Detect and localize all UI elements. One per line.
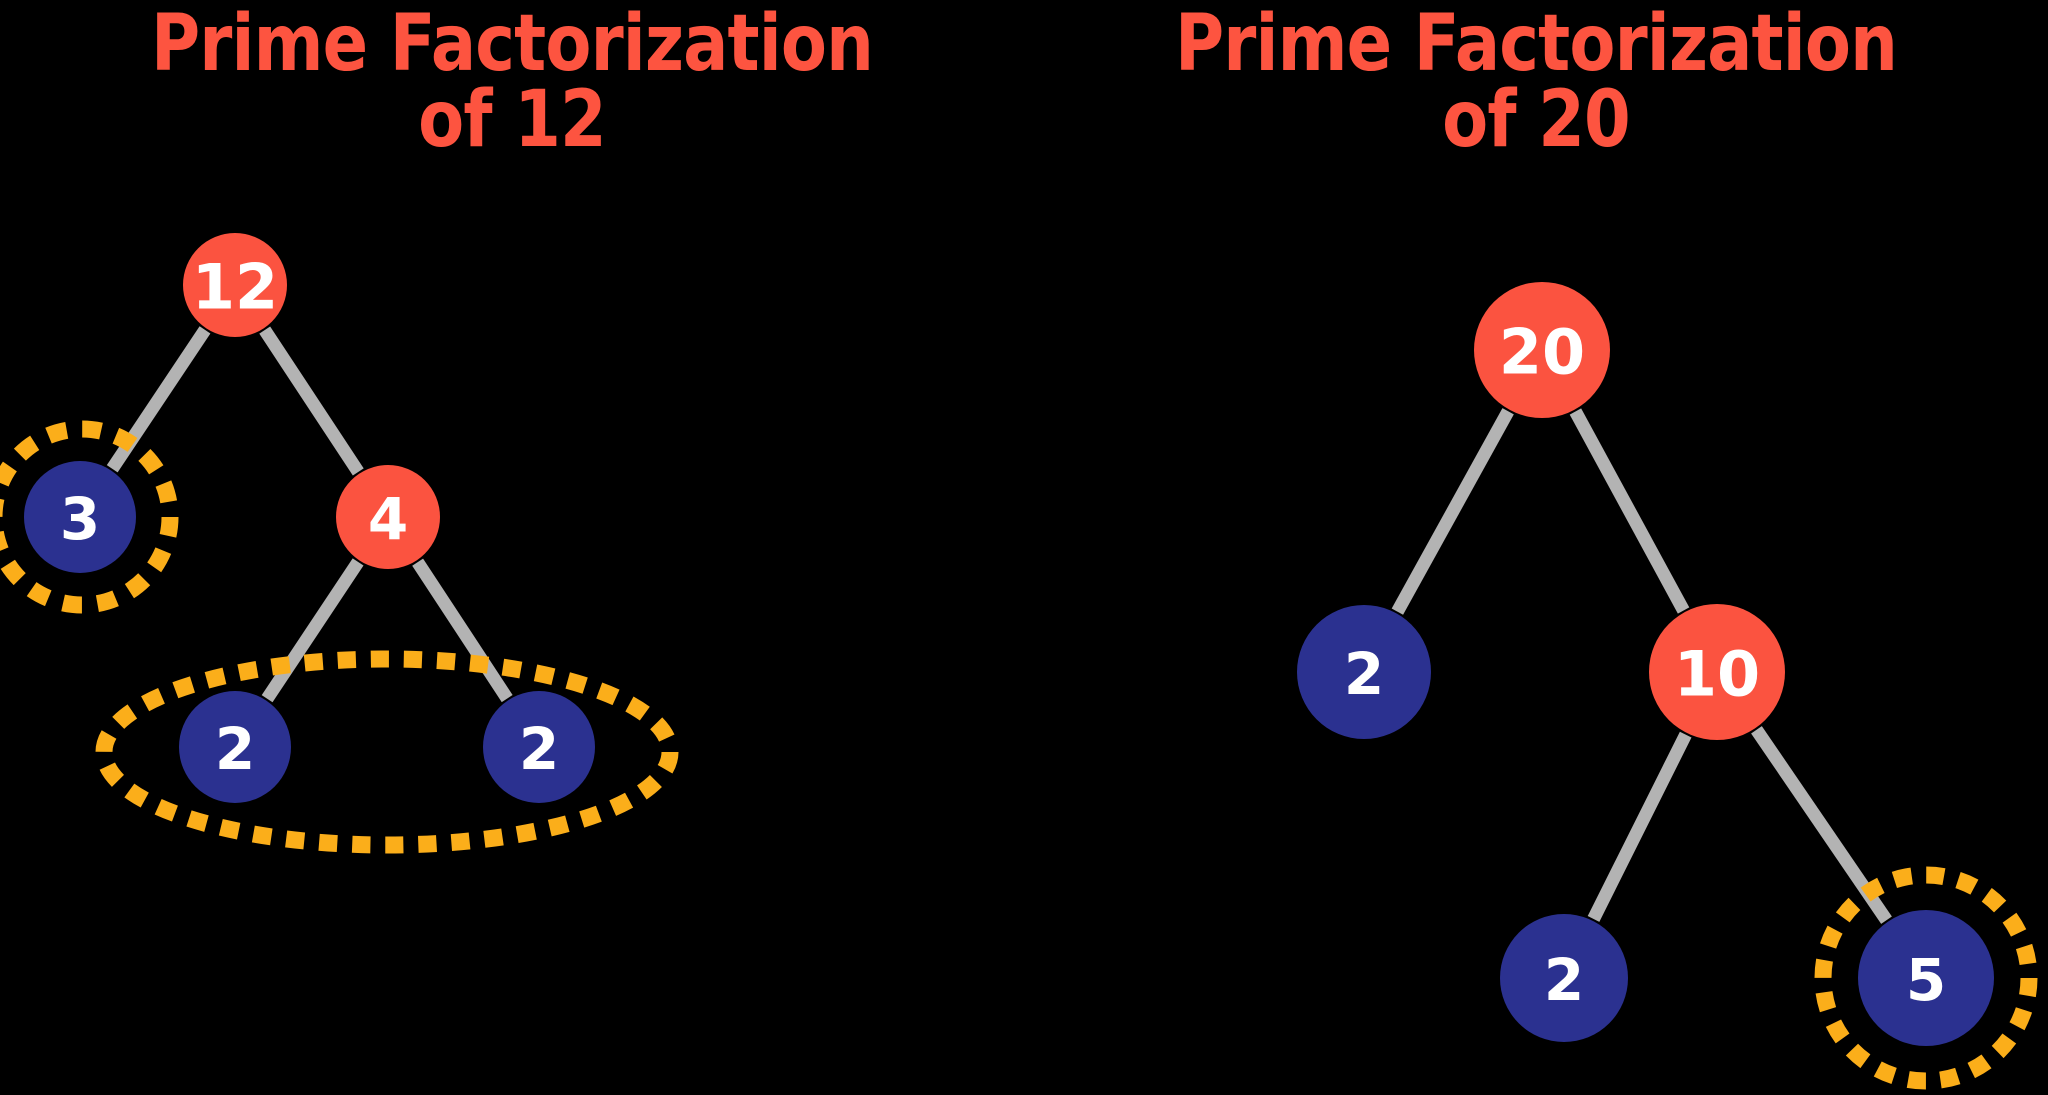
page-title-right: Prime Factorization of 20 xyxy=(1174,0,1898,166)
node-circle-4 xyxy=(336,465,440,569)
node-group: 20 2 10 2 5 xyxy=(1297,282,1994,1046)
node-label-2: 2 xyxy=(1544,946,1584,1014)
node-group: 12 3 4 2 2 xyxy=(24,233,595,803)
node-label-5: 5 xyxy=(1906,946,1946,1014)
factor-tree-panel-right: Prime Factorization of 20 20 2 10 2 5 xyxy=(1024,0,2048,1095)
prime-highlight-3 xyxy=(0,420,179,614)
node-circle-2 xyxy=(179,691,291,803)
tree-node-10-composite[interactable]: 10 xyxy=(1649,604,1785,740)
tree-node-5-prime[interactable]: 5 xyxy=(1858,910,1994,1046)
tree-node-2-prime[interactable]: 2 xyxy=(1297,605,1431,739)
node-circle-2 xyxy=(483,691,595,803)
tree-edge-12-to-4 xyxy=(259,326,364,476)
node-circle-10 xyxy=(1649,604,1785,740)
tree-node-2-prime[interactable]: 2 xyxy=(483,691,595,803)
highlight-group xyxy=(0,420,679,854)
node-label-3: 3 xyxy=(60,485,100,553)
tree-node-12-composite[interactable]: 12 xyxy=(183,233,287,337)
node-label-20: 20 xyxy=(1499,316,1585,389)
tree-edge-20-to-2 xyxy=(1391,408,1514,615)
node-label-2: 2 xyxy=(1344,640,1384,708)
edge-group xyxy=(1391,408,1892,924)
node-label-10: 10 xyxy=(1674,638,1760,711)
tree-node-20-composite[interactable]: 20 xyxy=(1474,282,1610,418)
prime-highlight-5 xyxy=(1814,866,2038,1090)
node-circle-20 xyxy=(1474,282,1610,418)
highlight-group xyxy=(1814,866,2038,1090)
tree-node-2-prime[interactable]: 2 xyxy=(179,691,291,803)
edge-group xyxy=(106,326,513,703)
node-label-2: 2 xyxy=(215,715,255,783)
page-title-left: Prime Factorization of 12 xyxy=(150,0,874,166)
node-circle-3 xyxy=(24,461,136,573)
node-label-2: 2 xyxy=(519,715,559,783)
tree-node-2-prime[interactable]: 2 xyxy=(1500,914,1628,1042)
node-circle-12 xyxy=(183,233,287,337)
factor-tree-diagram-20: 20 2 10 2 5 xyxy=(1297,282,2038,1090)
node-circle-2 xyxy=(1297,605,1431,739)
tree-node-4-composite[interactable]: 4 xyxy=(336,465,440,569)
factor-tree-diagram-12: 12 3 4 2 2 xyxy=(0,233,679,854)
node-label-4: 4 xyxy=(368,485,408,553)
prime-highlight-2-2 xyxy=(95,650,679,854)
tree-edge-10-to-2 xyxy=(1587,731,1692,922)
tree-edge-4-to-2 xyxy=(261,558,364,703)
node-circle-2 xyxy=(1500,914,1628,1042)
node-label-12: 12 xyxy=(192,251,278,324)
tree-node-3-prime[interactable]: 3 xyxy=(24,461,136,573)
factor-tree-panel-left: Prime Factorization of 12 12 3 4 2 2 xyxy=(0,0,874,854)
tree-edge-20-to-10 xyxy=(1569,408,1690,614)
tree-edge-4-to-2 xyxy=(412,558,513,703)
node-circle-5 xyxy=(1858,910,1994,1046)
